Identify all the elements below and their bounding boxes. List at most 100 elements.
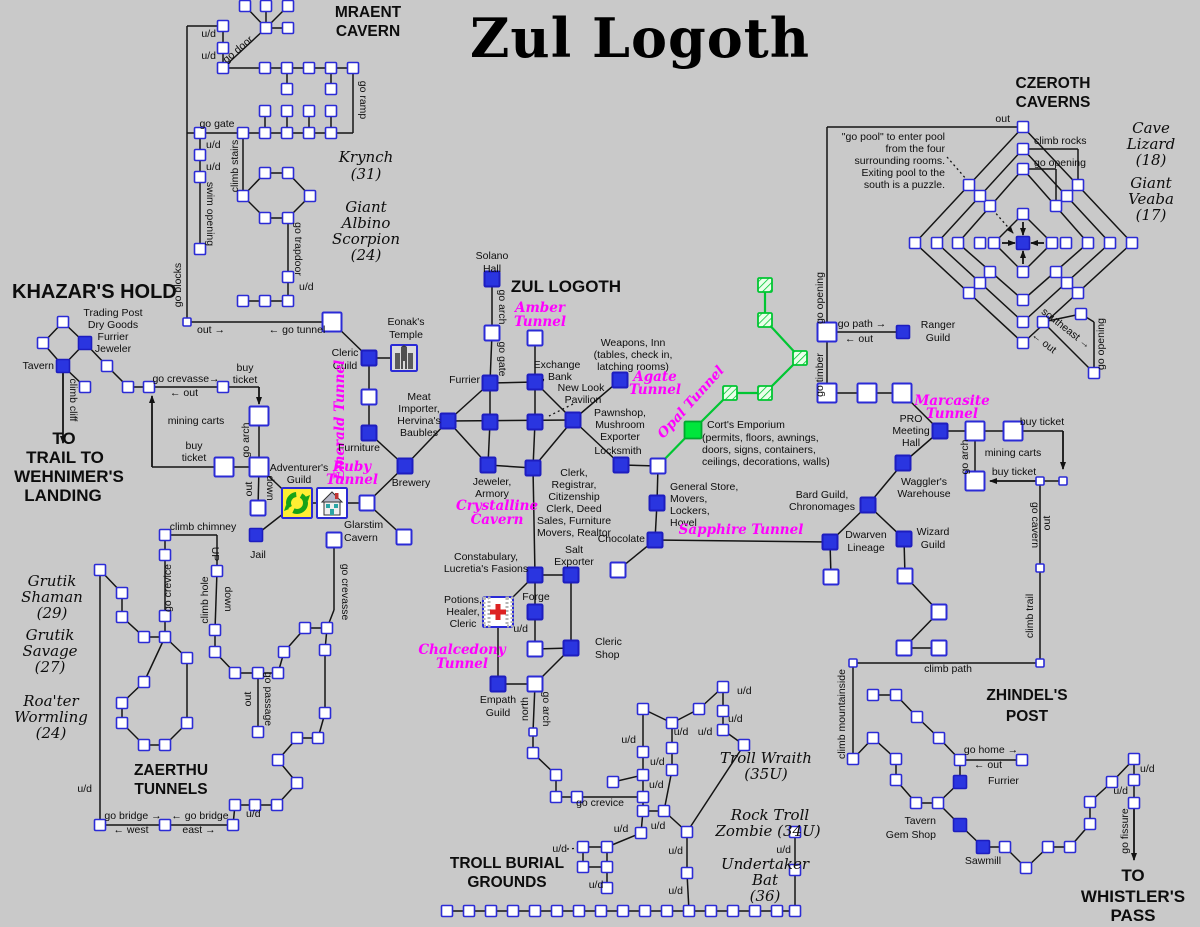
map-label: (permits, floors, awnings,: [702, 432, 819, 444]
map-room: [115, 696, 129, 710]
map-room: [324, 104, 338, 118]
map-room: [324, 61, 338, 75]
map-room: [636, 745, 650, 759]
map-label: mining carts: [168, 415, 225, 427]
map-label: buy ticket: [992, 466, 1036, 478]
map-label: Lucretia's Fasions: [444, 563, 528, 575]
map-room: [757, 312, 773, 328]
map-label: Guild: [333, 360, 358, 372]
map-label: u/d: [552, 843, 567, 855]
map-room: [180, 651, 194, 665]
map-label: climb rocks: [1034, 135, 1087, 147]
map-edge: [686, 744, 745, 833]
map-label: go gate: [199, 118, 234, 130]
map-label: go home →: [964, 744, 1018, 756]
map-label: (35U): [744, 765, 788, 783]
map-label: CAVERNS: [1016, 94, 1091, 111]
map-label: (36): [750, 887, 781, 905]
map-label: out: [1041, 516, 1053, 531]
map-room: [526, 566, 544, 584]
map-label: south is a puzzle.: [864, 179, 945, 191]
map-room: [1074, 307, 1088, 321]
map-label: climb stairs: [229, 140, 241, 193]
map-room: [1016, 162, 1030, 176]
map-room: [249, 499, 267, 517]
map-label: Citizenship: [548, 491, 600, 503]
map-label: MRAENT: [335, 4, 402, 21]
map-label: u/d: [650, 756, 665, 768]
map-room: [788, 904, 802, 918]
map-room: [737, 738, 751, 752]
map-label: Importer,: [398, 403, 439, 415]
map-room: [1125, 236, 1139, 250]
map-room: [866, 688, 880, 702]
map-room: [716, 680, 730, 694]
map-room: [479, 456, 497, 474]
map-label: Furrier: [98, 331, 129, 343]
map-room: [909, 796, 923, 810]
map-label: u/d: [737, 685, 752, 697]
adventurers-guild-icon: [281, 487, 313, 519]
map-label: ← go bridge: [171, 810, 228, 822]
map-room: [258, 61, 272, 75]
map-label: down: [264, 475, 276, 500]
map-label: Salt: [565, 544, 583, 556]
map-room: [115, 610, 129, 624]
map-room: [271, 666, 285, 680]
map-room: [248, 527, 264, 543]
map-label: Savage: [22, 642, 77, 660]
map-room: [158, 818, 172, 832]
map-label: go opening: [814, 272, 826, 324]
map-room: [1083, 817, 1097, 831]
map-label: u/d: [299, 281, 314, 293]
map-room: [636, 702, 650, 716]
map-room: [848, 658, 858, 668]
map-room: [298, 621, 312, 635]
map-room: [528, 904, 542, 918]
map-room: [910, 710, 924, 724]
map-label: Crystalline: [456, 498, 538, 514]
map-room: [757, 277, 773, 293]
map-label: ticket: [182, 452, 207, 464]
map-label: Baubles: [400, 427, 438, 439]
map-room: [889, 773, 903, 787]
map-room: [636, 804, 650, 818]
house-icon: [316, 487, 348, 519]
map-label: u/d: [246, 808, 261, 820]
map-edge: [663, 769, 673, 812]
map-room: [93, 818, 107, 832]
map-label: Lineage: [847, 542, 885, 554]
map-room: [193, 170, 207, 184]
map-room: [648, 494, 666, 512]
map-room: [1127, 752, 1141, 766]
map-label: Weapons, Inn: [601, 337, 666, 349]
map-label: u/d: [206, 161, 221, 173]
map-room: [236, 126, 250, 140]
map-label: go arch: [240, 422, 252, 457]
map-room: [180, 716, 194, 730]
map-room: [290, 776, 304, 790]
map-label: ← out: [170, 387, 198, 399]
map-label: Chocolate: [598, 533, 645, 545]
map-room: [931, 422, 949, 440]
map-room: [600, 881, 614, 895]
map-room: [439, 412, 457, 430]
map-label: out: [242, 692, 254, 707]
map-room: [895, 324, 911, 340]
map-label: Scorpion: [332, 230, 400, 248]
map-room: [1049, 265, 1063, 279]
map-label: Registrar,: [552, 479, 597, 491]
map-label: UP: [209, 547, 221, 562]
map-label: Constabulary,: [454, 551, 518, 563]
map-room: [481, 413, 499, 431]
map-label: Tunnel: [326, 472, 378, 488]
map-room: [1105, 775, 1119, 789]
map-edge: [1042, 313, 1082, 323]
map-label: Empath: [480, 694, 516, 706]
map-room: [549, 768, 563, 782]
map-room: [788, 825, 802, 839]
map-label: (29): [37, 604, 68, 622]
map-room: [649, 457, 667, 475]
map-label: Exporter: [600, 431, 640, 443]
